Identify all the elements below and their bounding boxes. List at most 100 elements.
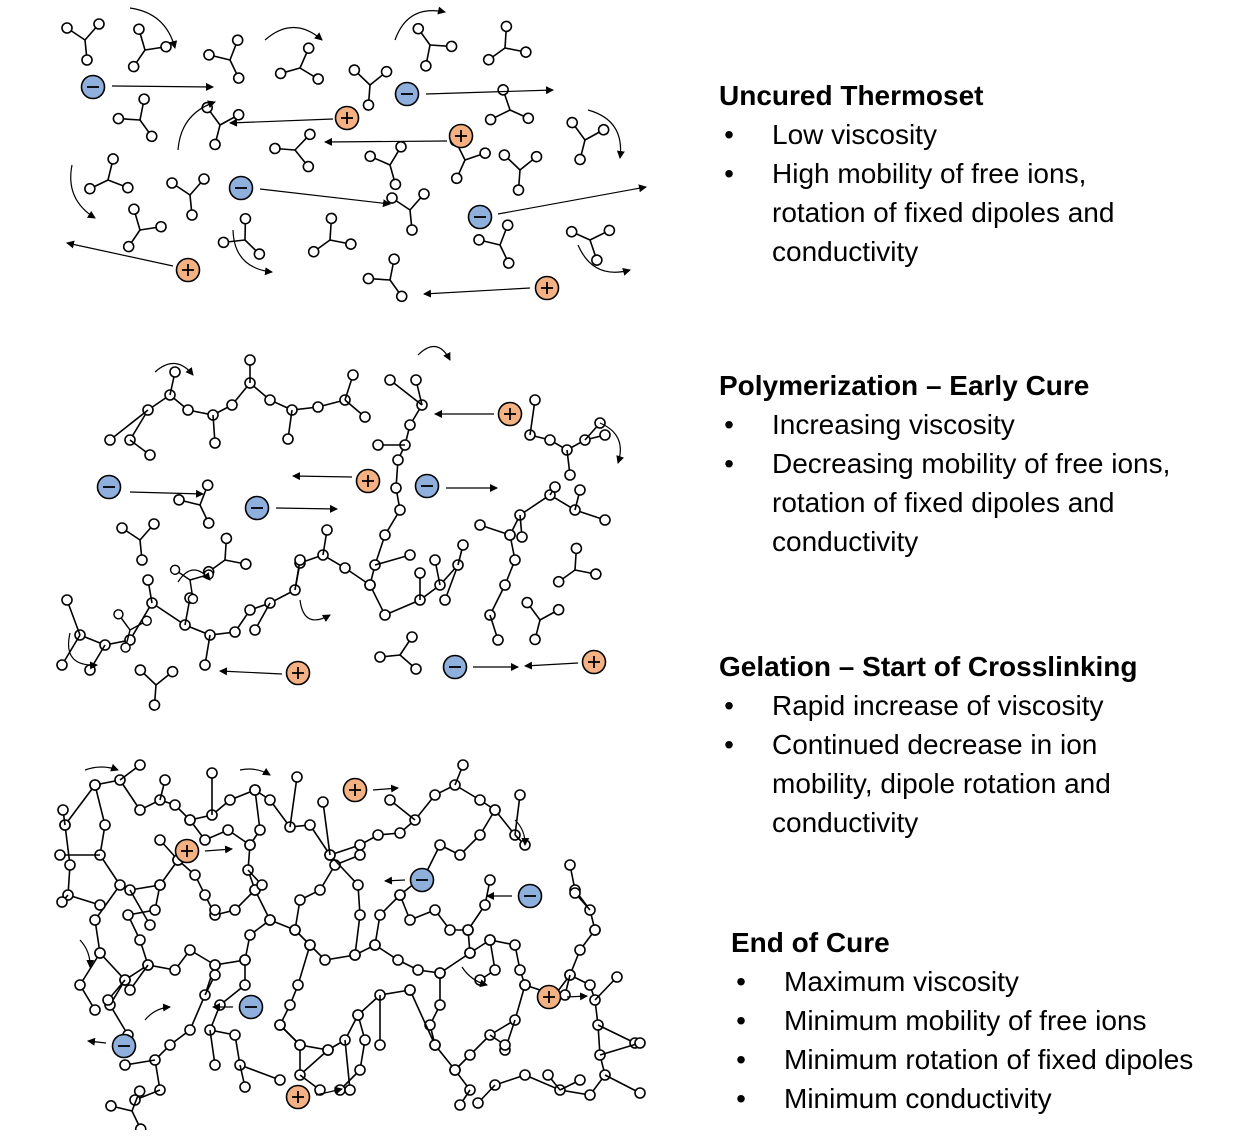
side-group: [410, 374, 423, 406]
side-group: [119, 759, 146, 781]
bullet-item: •Continued decrease in ion mobility, dip…: [719, 725, 1249, 842]
bullet-list: •Maximum viscosity •Minimum mobility of …: [731, 962, 1252, 1118]
dipole-molecule: [173, 479, 215, 529]
side-group: [282, 409, 294, 445]
dipole-molecule: [274, 42, 324, 85]
side-group: [54, 849, 100, 861]
side-group: [429, 554, 441, 586]
polymer-chain: [564, 859, 601, 936]
rotation-arrow: [84, 763, 119, 772]
dipole-molecule: [201, 101, 245, 151]
rotation-arrow: [417, 346, 451, 361]
motion-arrow: [324, 137, 448, 146]
side-group: [489, 614, 504, 646]
side-group: [239, 1064, 251, 1093]
bullet-icon: •: [736, 1083, 746, 1114]
motion-arrow: [292, 472, 353, 481]
negative-ion: [111, 1033, 137, 1059]
polymer-chain: [474, 934, 501, 986]
motion-arrow: [129, 489, 204, 498]
motion-arrow: [275, 504, 338, 513]
bullet-text: Decreasing mobility of free ions, rotati…: [772, 448, 1171, 557]
side-group: [206, 767, 218, 815]
stage-title: Polymerization – Early Cure: [719, 370, 1090, 401]
bullet-icon: •: [724, 729, 734, 760]
rotation-arrow: [299, 599, 331, 622]
motion-arrow: [259, 188, 391, 208]
motion-arrow: [566, 992, 588, 1001]
negative-ion: [414, 473, 440, 499]
bullet-list: •Increasing viscosity •Decreasing mobili…: [719, 405, 1249, 561]
polymer-chain: [449, 934, 531, 1076]
rotation-arrow: [177, 100, 216, 151]
dipole-molecule: [552, 542, 602, 588]
bullet-icon: •: [724, 119, 734, 150]
rotation-arrow: [264, 27, 323, 41]
side-group: [344, 399, 371, 423]
dipole-molecule: [482, 20, 532, 66]
rotation-arrow: [577, 244, 631, 276]
polymer-chain: [324, 849, 366, 961]
bullet-text: Maximum viscosity: [784, 966, 1019, 997]
dipole-molecule: [113, 609, 152, 653]
rotation-arrow: [599, 422, 624, 464]
side-group: [542, 1069, 561, 1091]
positive-ion: [342, 777, 368, 803]
dipole-molecule: [134, 664, 179, 711]
polymer-chain: [172, 814, 261, 921]
dipole-molecule: [61, 18, 105, 66]
dipole-molecule: [565, 224, 616, 266]
positive-ion: [581, 649, 607, 675]
side-group: [61, 594, 81, 636]
negative-ion: [467, 204, 493, 230]
side-group: [384, 794, 416, 821]
rotation-arrow: [461, 966, 488, 988]
polymer-chain: [474, 489, 611, 541]
side-group: [374, 549, 416, 566]
side-group: [209, 1029, 221, 1071]
side-group: [564, 449, 576, 481]
side-group: [489, 1034, 511, 1051]
motion-arrow: [204, 845, 233, 854]
negative-ion: [394, 81, 420, 107]
side-group: [159, 774, 171, 801]
side-group: [294, 554, 306, 591]
side-group: [549, 481, 561, 496]
dipole-molecule: [498, 149, 543, 196]
side-group: [57, 804, 69, 826]
side-group: [124, 964, 149, 996]
dipole-molecule: [116, 518, 160, 566]
positive-ion: [448, 123, 474, 149]
side-group: [457, 539, 469, 566]
rotation-arrow: [129, 7, 178, 49]
bullet-item: •Maximum viscosity: [731, 962, 1252, 1001]
positive-ion: [285, 660, 311, 686]
dipole-molecule: [166, 173, 210, 221]
motion-arrow: [372, 784, 399, 793]
side-group: [299, 1074, 326, 1096]
side-group: [514, 789, 526, 836]
bullet-icon: •: [736, 1044, 746, 1075]
uncured-molecules-illustration: [0, 0, 700, 315]
dipole-molecule: [217, 212, 266, 260]
dipole-molecule: [566, 116, 610, 166]
motion-arrow: [524, 661, 579, 670]
dipole-molecule: [348, 64, 393, 111]
polymer-chain: [404, 984, 441, 1051]
side-group: [119, 1059, 156, 1071]
side-group: [384, 374, 423, 406]
stage-title: Gelation – Start of Crosslinking: [719, 651, 1138, 682]
bullet-list: •Low viscosity •High mobility of free io…: [719, 115, 1249, 271]
polymer-chain: [484, 529, 521, 621]
rotation-arrow: [514, 819, 530, 846]
stage-title: Uncured Thermoset: [719, 80, 984, 111]
side-group: [529, 394, 541, 436]
dipole-molecule: [84, 153, 134, 195]
dipole-molecule: [521, 596, 565, 646]
polymer-chain: [364, 559, 464, 621]
polymer-chain: [394, 889, 474, 936]
positive-ion: [285, 1084, 311, 1110]
side-group: [374, 995, 386, 1051]
rotation-arrow: [154, 362, 194, 376]
motion-arrow: [111, 82, 214, 91]
